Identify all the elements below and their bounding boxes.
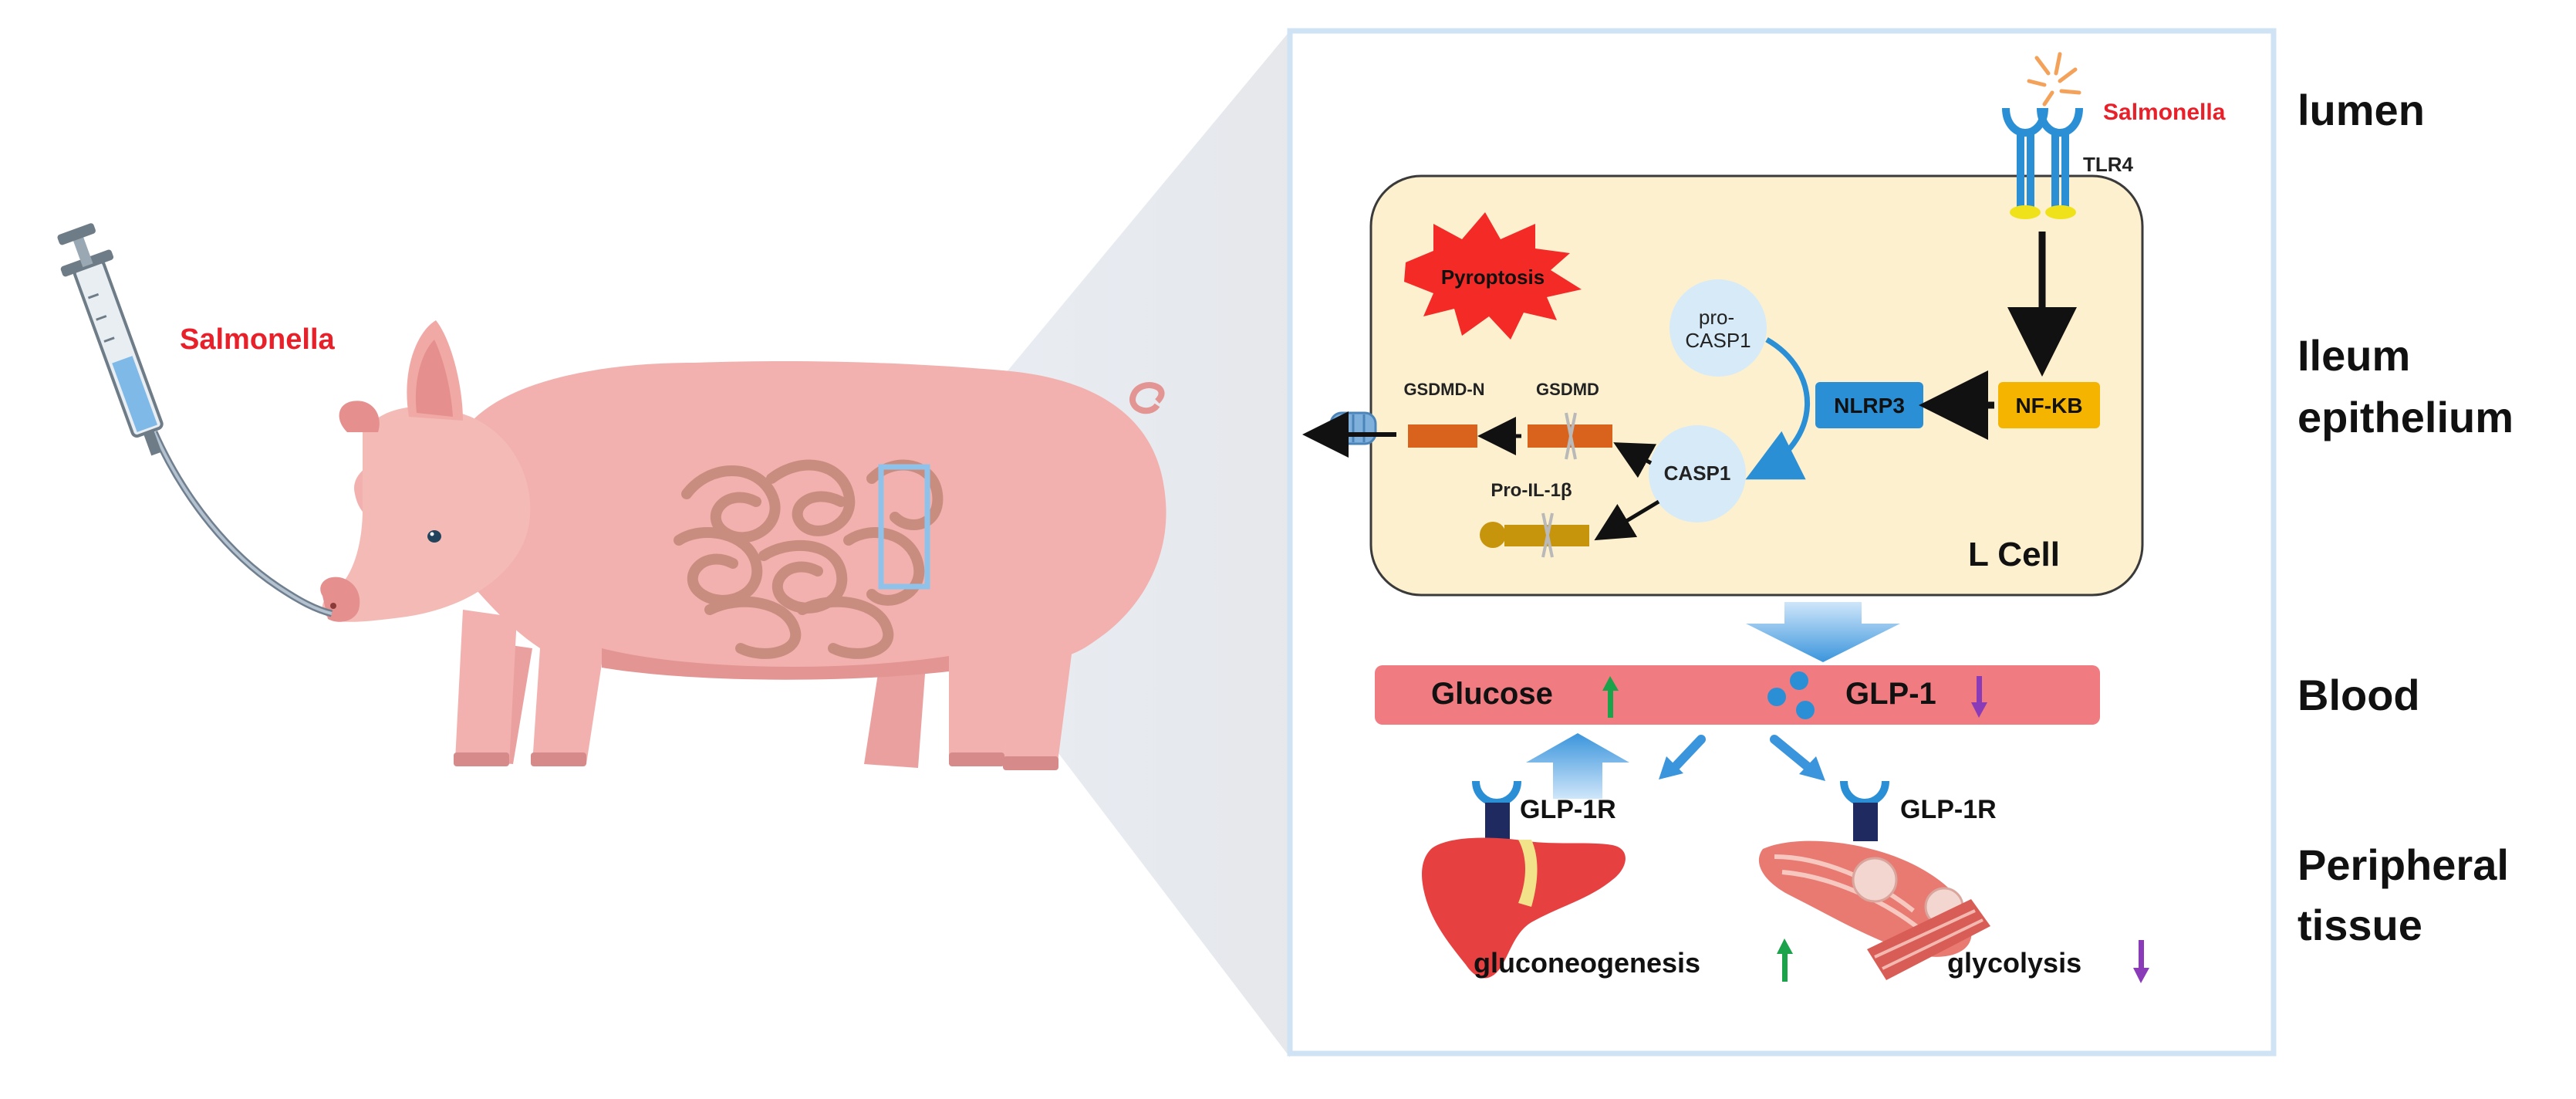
syringe-icon [57,223,164,456]
tlr4-label: TLR4 [2083,153,2134,176]
nfkb-label: NF-KB [2015,394,2082,418]
salmonella-label-right: Salmonella [2103,100,2226,125]
glucose-label: Glucose [1431,677,1553,711]
pro-casp1-label-line2: CASP1 [1685,329,1751,352]
glp1r-liver-icon [1472,780,1521,841]
glp1-to-tissue-arrows [1659,735,1825,781]
glp1r-muscle-icon [1840,780,1889,841]
tlr4-receptor-icon [2002,107,2083,219]
glp1-down-arrow [1971,676,1987,718]
glp1-dot [1767,688,1786,706]
gsdmd-n-bar [1408,424,1477,448]
zoom-region-box [878,464,930,590]
glp1-label: GLP-1 [1845,677,1936,711]
salmonella-burst-icon [2027,52,2081,107]
layer-label-blood: Blood [2297,671,2420,719]
pyroptosis-burst [1404,212,1582,340]
secretion-arrow [1746,602,1900,662]
layer-label-ileum-2: epithelium [2297,393,2514,441]
pro-casp1-label-line1: pro- [1699,306,1734,329]
glycolysis-label: glycolysis [1947,947,2081,979]
pro-il1b-head [1480,522,1506,548]
casp1-label: CASP1 [1664,462,1731,485]
pro-il1b-label: Pro-IL-1β [1491,480,1572,501]
pro-casp1-node [1670,279,1767,377]
nlrp3-box [1815,382,1923,428]
pyroptosis-label: Pyroptosis [1441,265,1545,289]
liver-glucose-output-arrow [1526,733,1629,799]
layer-label-peripheral-2: tissue [2297,901,2422,949]
procasp1-to-casp1-arrow [1745,336,1811,480]
glycolysis-down-arrow [2133,940,2149,983]
gluconeogenesis-up-arrow [1777,938,1793,982]
blood-band [1375,665,2100,725]
gsdmd-label: GSDMD [1536,380,1599,399]
gsdmd-n-label: GSDMD-N [1403,380,1484,399]
nfkb-box [1998,382,2100,428]
liver-icon [1422,837,1626,979]
muscle-icon [1758,840,1990,980]
gsdmd-pore-icon [1329,411,1377,445]
glp1-dot [1796,701,1815,719]
layer-label-ileum-1: Ileum [2297,331,2410,380]
glucose-up-arrow [1602,676,1619,718]
l-cell-label: L Cell [1968,536,2060,573]
layer-label-lumen: lumen [2297,86,2425,134]
gavage-tube [150,431,333,617]
glp1r-liver-label: GLP-1R [1520,795,1616,824]
casp1-node [1649,425,1746,522]
casp1-to-gsdmd-arrow [1613,442,1657,478]
casp1-to-il1b-arrow [1594,499,1660,541]
intestine-coils [674,459,944,659]
gluconeogenesis-label: gluconeogenesis [1474,947,1700,979]
glp1r-muscle-label: GLP-1R [1900,795,1997,824]
pig-illustration [150,320,1166,770]
layer-label-peripheral-1: Peripheral [2297,840,2509,889]
glp1-dot [1790,671,1808,690]
salmonella-label-left: Salmonella [180,323,335,356]
nlrp3-label: NLRP3 [1834,394,1905,418]
